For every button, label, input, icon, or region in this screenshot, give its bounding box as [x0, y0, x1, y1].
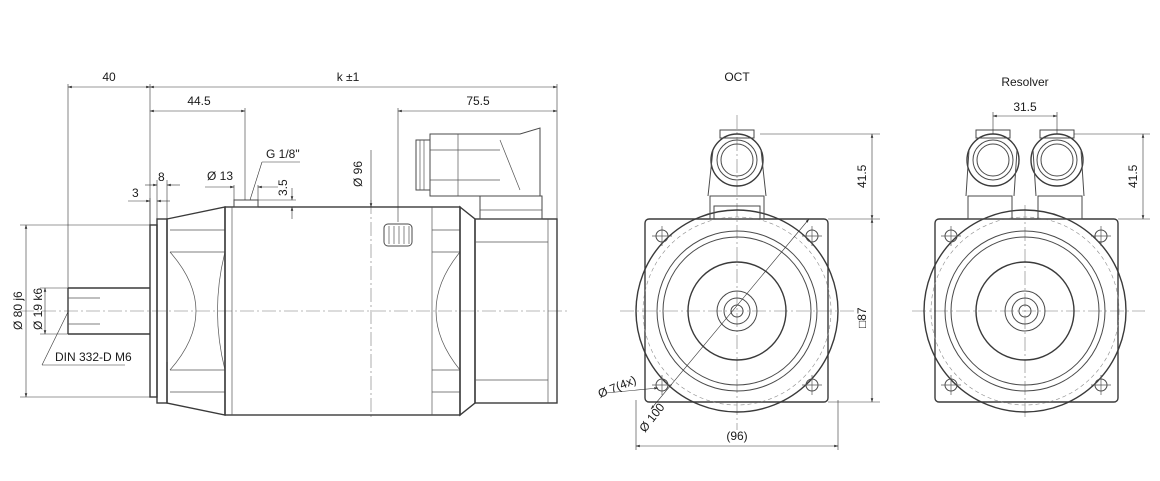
oct-view: OCT	[596, 70, 880, 450]
dim-3: 3	[132, 186, 139, 200]
resolver-title: Resolver	[1001, 75, 1048, 89]
vent-plug	[383, 223, 413, 247]
motor-body	[224, 199, 461, 416]
oct-dim-sq87: □87	[855, 307, 869, 328]
dim-d80j6: Ø 80 j6	[11, 291, 25, 330]
resolver-flange-square	[934, 218, 1119, 403]
shaft	[67, 287, 150, 335]
oct-dim-d100: Ø 100	[636, 400, 667, 435]
resolver-view: Resolver	[912, 75, 1150, 420]
dim-40: 40	[102, 70, 116, 84]
dim-k: k ±1	[337, 70, 360, 84]
oct-flange-square	[644, 218, 829, 403]
oct-dim-d7: Ø 7(4x)	[596, 373, 638, 401]
dim-g18: G 1/8"	[266, 147, 300, 161]
resolver-dim-41-5: 41.5	[1126, 164, 1140, 188]
dim-44-5: 44.5	[187, 94, 211, 108]
dim-d96: Ø 96	[351, 161, 365, 187]
oct-title: OCT	[724, 70, 750, 84]
resolver-connector-left	[965, 129, 1020, 220]
oct-dim-41-5: 41.5	[855, 164, 869, 188]
dim-d13: Ø 13	[207, 169, 233, 183]
dim-8: 8	[158, 170, 165, 184]
dim-3-5: 3.5	[276, 179, 290, 196]
dim-d19k6: Ø 19 k6	[31, 288, 45, 330]
dim-din: DIN 332-D M6	[55, 350, 132, 364]
dim-75-5: 75.5	[466, 94, 490, 108]
side-view: 40 k ±1 44.5 75.5 G 1/8" Ø 13 3.5	[11, 70, 570, 420]
oct-dim-96p: (96)	[726, 429, 747, 443]
resolver-dim-31-5: 31.5	[1013, 100, 1037, 114]
resolver-mounting-holes	[941, 226, 1111, 395]
resolver-connector-right	[1030, 129, 1085, 220]
side-connector	[415, 127, 543, 220]
